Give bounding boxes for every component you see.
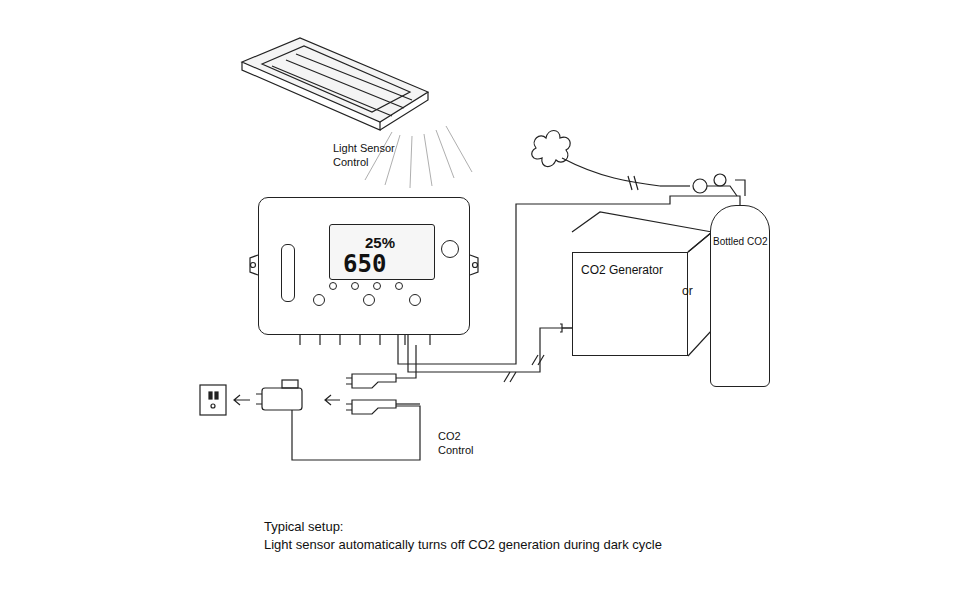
grow-light <box>242 38 428 130</box>
setup-heading: Typical setup: <box>264 519 344 534</box>
gas-puff <box>532 131 660 191</box>
display-percent: 25% <box>365 234 395 251</box>
generator-label: CO2 Generator <box>581 263 663 277</box>
arrow-left <box>234 395 250 405</box>
push-button <box>409 294 421 306</box>
arrow-left <box>325 395 340 405</box>
light-sensor-adapter <box>256 380 302 424</box>
co2-control-label: CO2 Control <box>438 429 498 457</box>
co2-cylinder: Bottled CO2 <box>710 205 770 387</box>
push-button <box>313 294 325 306</box>
wires <box>292 345 544 460</box>
outlet-plugs <box>346 374 396 414</box>
caption: Light sensor automatically turns off CO2… <box>264 537 662 552</box>
indicator-led <box>351 282 359 290</box>
push-button <box>363 294 375 306</box>
regulator <box>660 174 745 196</box>
co2-generator-box: CO2 Generator <box>572 252 688 356</box>
generator-housing <box>560 212 712 356</box>
sensor-eye <box>441 240 459 258</box>
display-ppm: 650 <box>343 250 386 278</box>
wall-outlet <box>200 385 226 415</box>
controller-box: 25%650 <box>258 197 470 335</box>
or-label: or <box>682 284 693 298</box>
indicator-led <box>395 282 403 290</box>
indicator-led <box>373 282 381 290</box>
cylinder-label: Bottled CO2 <box>713 236 767 247</box>
light-rays <box>365 126 472 188</box>
light-sensor-label: Light Sensor Control <box>333 141 413 169</box>
gauge-tube <box>281 244 295 302</box>
indicator-led <box>329 282 337 290</box>
